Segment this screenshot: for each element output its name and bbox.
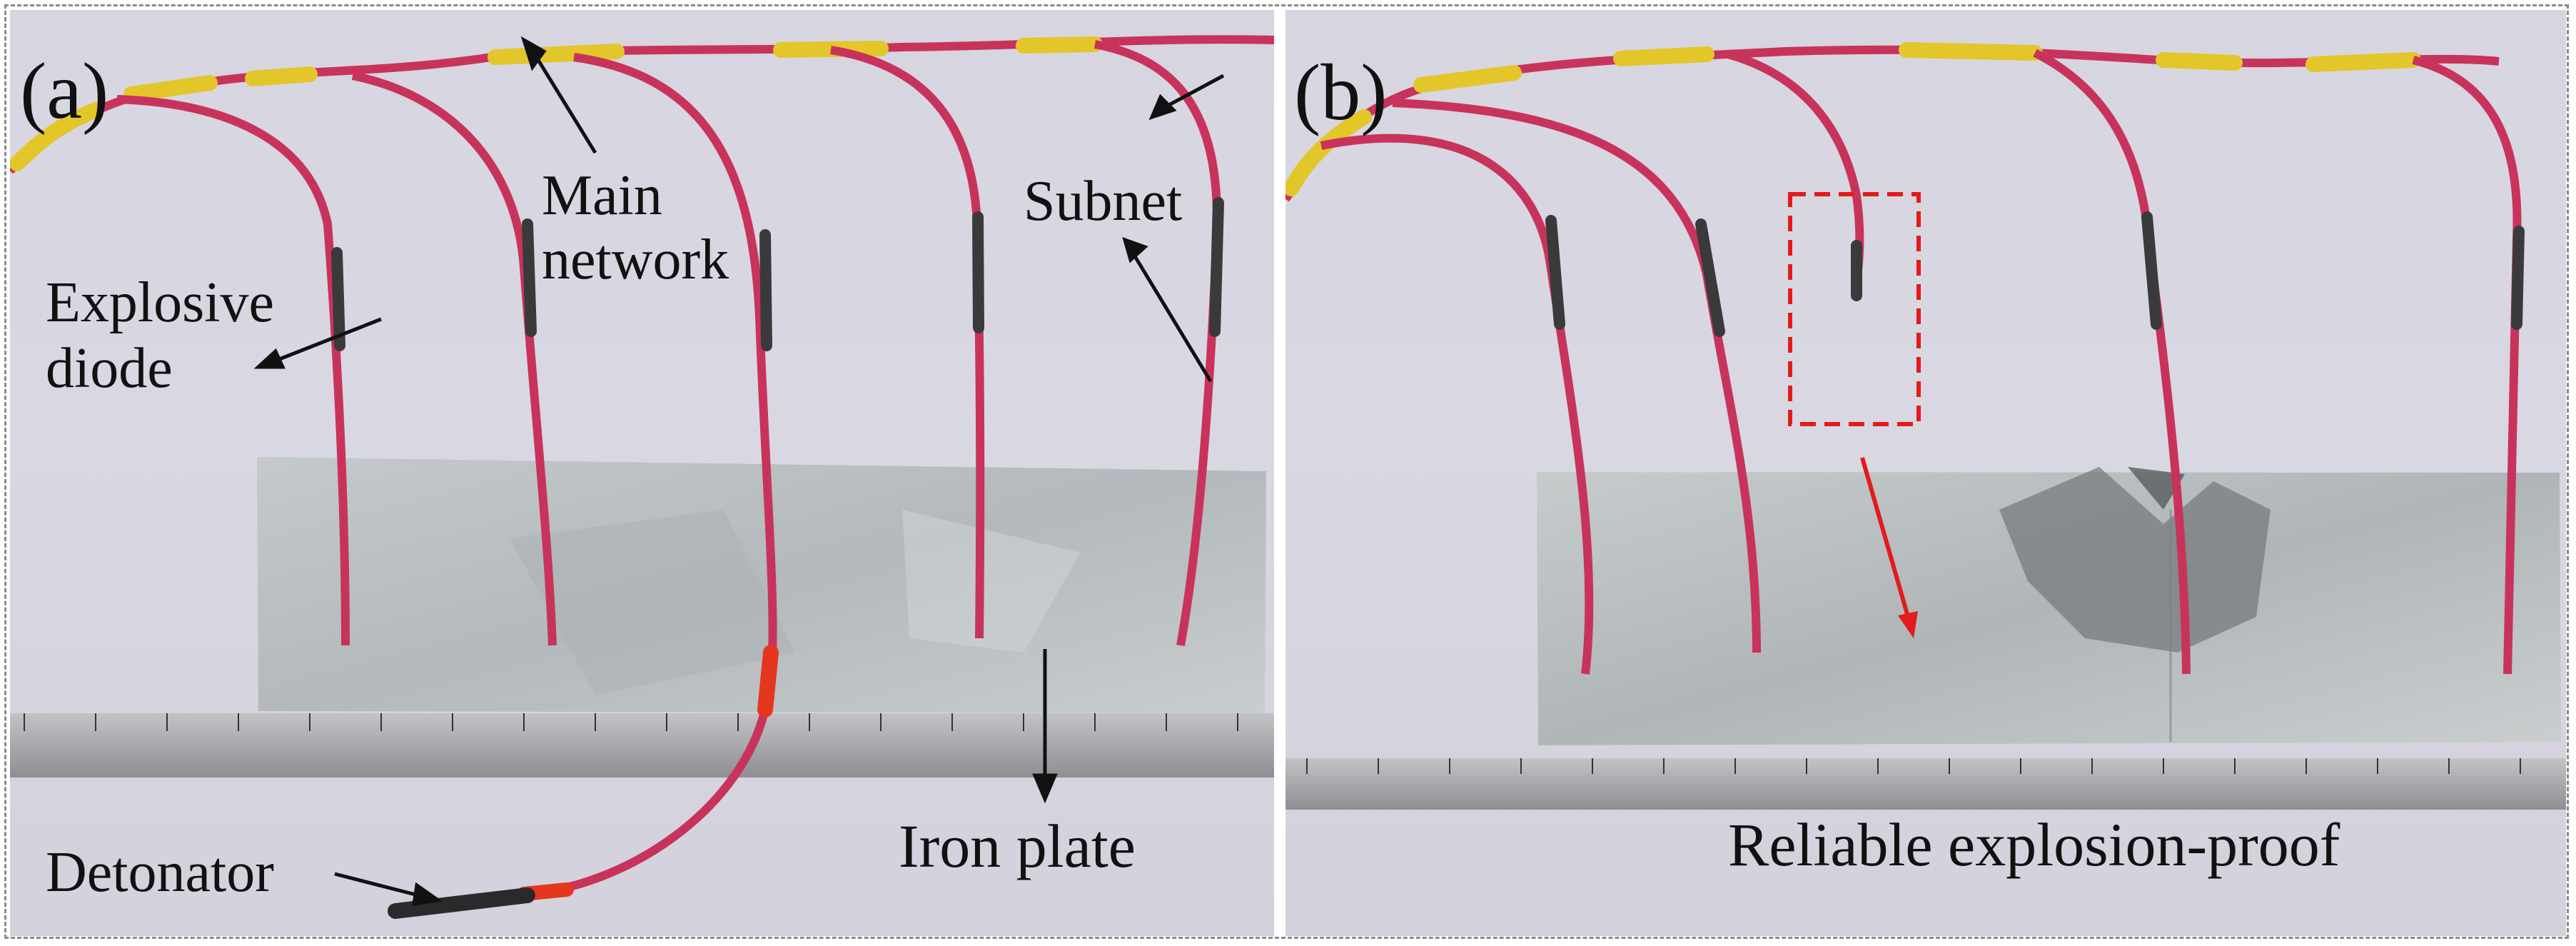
detonator-shell	[388, 887, 535, 919]
detonator-label: Detonator	[46, 841, 274, 904]
iron-plate	[1537, 472, 2561, 745]
panel-a-photo	[10, 35, 1274, 919]
ruler	[10, 713, 1274, 778]
main-network-wire	[10, 35, 1274, 174]
diode-1	[331, 247, 345, 351]
iron-plate-label: Iron plate	[899, 812, 1136, 880]
figure-frame	[4, 4, 2569, 939]
diode-4	[972, 211, 984, 333]
ruler	[1286, 758, 2566, 810]
main-network-label: Main network	[542, 164, 729, 291]
explosive-diode-label: Explosive diode	[46, 271, 274, 400]
red-arrow-head	[1898, 611, 1918, 638]
panel-label-b: (b)	[1294, 49, 1388, 137]
photo-panel-b: (b) Reliable explosion-proof	[1286, 10, 2566, 936]
subnet-label: Subnet	[1024, 170, 1183, 233]
diode-5	[1209, 197, 1224, 337]
panel-label-a: (a)	[20, 47, 109, 136]
highlight-box	[1788, 192, 1921, 426]
diode-2	[522, 218, 537, 337]
photo-panel-a: (a) Main network Subnet Explosive diode …	[10, 10, 1274, 936]
panel-b-photo	[1286, 42, 2566, 810]
plate-damage	[1999, 467, 2271, 653]
diode-3	[759, 229, 772, 351]
reliable-explosion-proof-label: Reliable explosion-proof	[1728, 810, 2340, 879]
